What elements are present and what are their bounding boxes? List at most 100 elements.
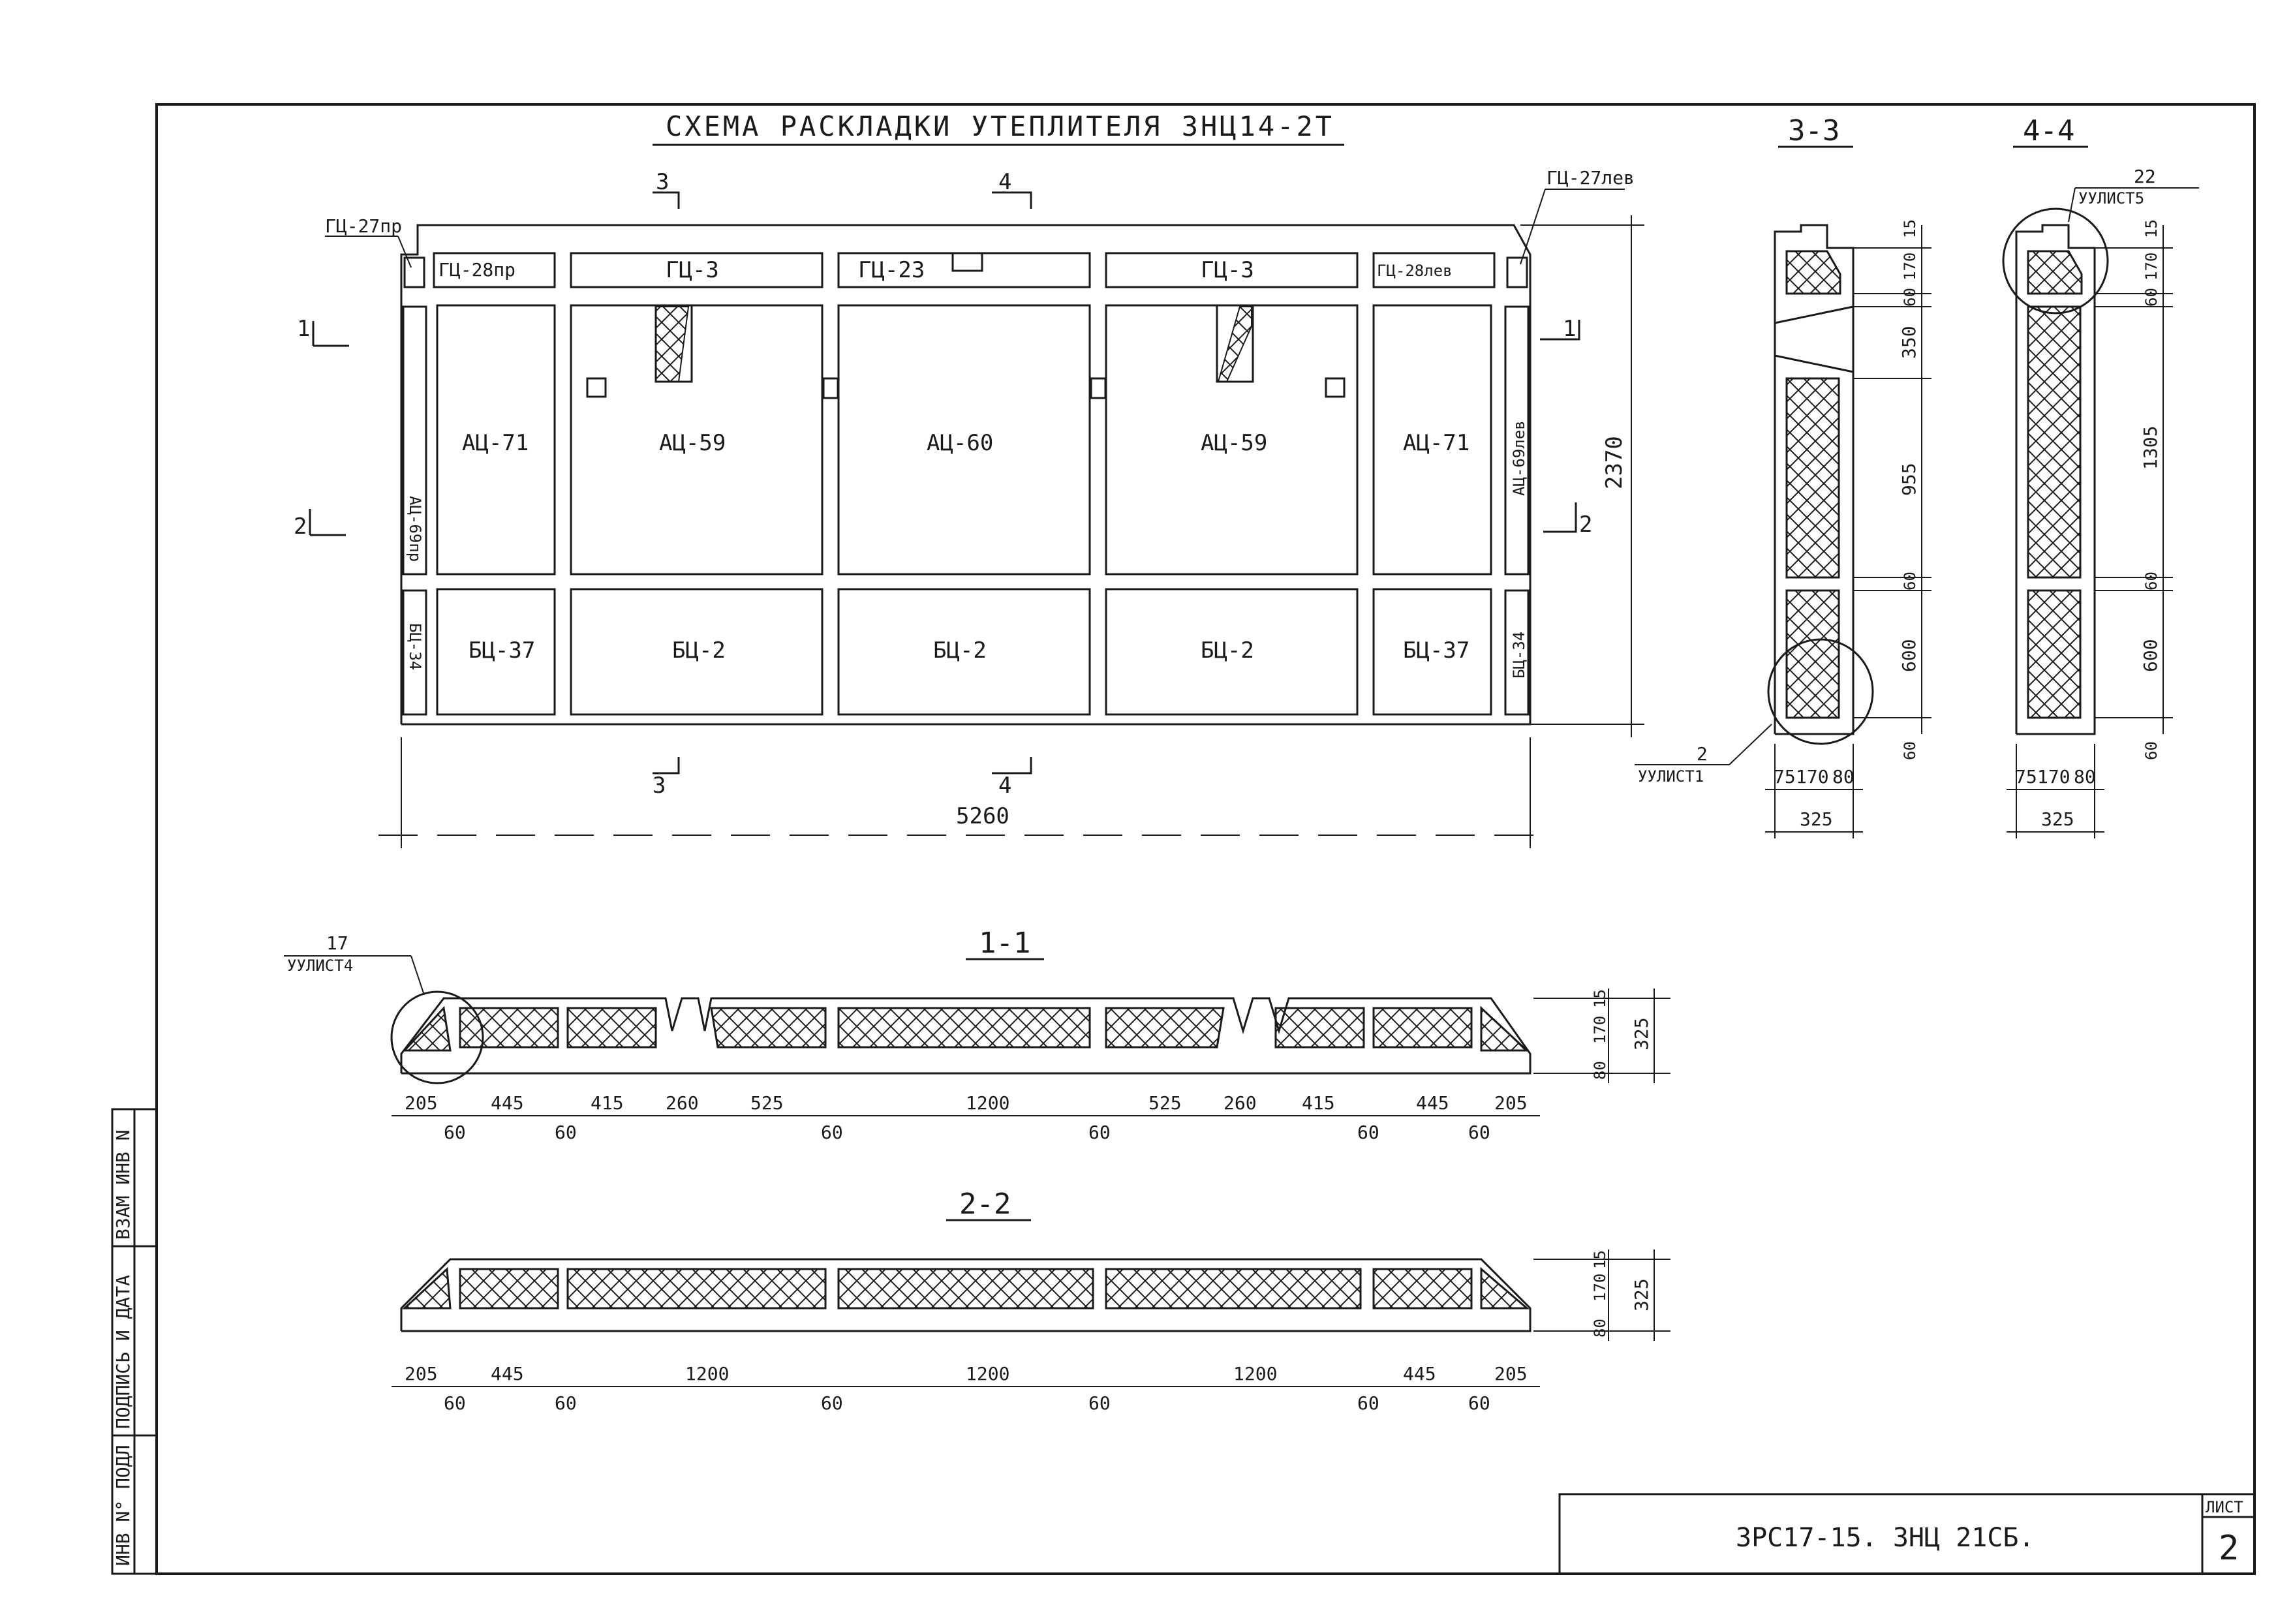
s44-dim-0: 15 (2142, 219, 2161, 238)
side-label-sign: ПОДПИСЬ И ДАТА (112, 1275, 134, 1429)
s33-dim-1: 170 (1901, 253, 1919, 281)
section-44-dimlines (2007, 225, 2173, 838)
s22-gap-2: 60 (821, 1392, 843, 1414)
s11-dim-6: 525 (1148, 1092, 1182, 1114)
cut-marks (309, 191, 1580, 774)
section-33-body (1767, 224, 1874, 745)
stamp-sheet-label: ЛИСТ (2206, 1498, 2243, 1516)
s22-dim-2: 1200 (685, 1363, 729, 1385)
s11-dim-3: 260 (666, 1092, 699, 1114)
plan-top-1: ГЦ-3 (666, 257, 719, 283)
plan-top-0: ГЦ-28пр (439, 259, 516, 281)
plan-top-2: ГЦ-23 (858, 257, 925, 283)
corner-right-label: ГЦ-27лев (1547, 167, 1635, 189)
s22-dim-1: 445 (491, 1363, 524, 1385)
cut-mark-4-bot: 4 (998, 773, 1011, 799)
section-33-label: 3-3 (1788, 114, 1839, 147)
s44-callout: 22 (2134, 166, 2156, 187)
s22-gap-0: 60 (444, 1392, 466, 1414)
s22-h-0: 15 (1591, 1250, 1609, 1269)
section-22-insul (402, 1266, 1530, 1310)
plan-mid-0: АЦ-71 (462, 430, 529, 456)
s44-dim-6: 60 (2142, 741, 2161, 760)
s33-dim-3: 350 (1898, 326, 1920, 359)
plan-top-3: ГЦ-3 (1201, 257, 1254, 283)
section-22-body (400, 1258, 1531, 1332)
section-11-dimlines (392, 988, 1670, 1116)
s11-dim-2: 415 (591, 1092, 624, 1114)
cut-mark-4-top: 4 (998, 169, 1011, 195)
stamp-block (1558, 1493, 2256, 1575)
stamp-sheet-number: 2 (2219, 1529, 2239, 1568)
s22-gap-3: 60 (1088, 1392, 1111, 1414)
side-label-vzam: ВЗАМ ИНВ N (112, 1129, 134, 1240)
s22-h-1: 170 (1591, 1274, 1609, 1302)
side-strip (111, 1108, 158, 1575)
s22-dim-3: 1200 (966, 1363, 1009, 1385)
s44-bot-0: 75 (2015, 766, 2037, 788)
s11-gap-2: 60 (821, 1122, 843, 1143)
cut-mark-1-right: 1 (1563, 316, 1576, 342)
plan-openings-hatch (655, 306, 1252, 382)
s11-h-1: 170 (1591, 1016, 1609, 1044)
s11-callout-sub: УУЛИСТ4 (287, 957, 353, 975)
s22-dim-4: 1200 (1233, 1363, 1277, 1385)
stamp-doc-code: 3РС17-15. 3НЦ 21СБ. (1736, 1523, 2035, 1553)
s44-dim-4: 60 (2142, 572, 2161, 590)
s22-total: 325 (1631, 1278, 1652, 1311)
side-label-inv: ИНВ N° ПОДЛ (112, 1445, 134, 1566)
section-11-label: 1-1 (979, 927, 1030, 960)
plan-bot-1: БЦ-2 (672, 637, 726, 664)
s11-dim-10: 205 (1494, 1092, 1528, 1114)
s33-dim-0: 15 (1901, 219, 1919, 238)
s22-h-2: 80 (1591, 1319, 1609, 1338)
corner-left-leader-2 (397, 236, 412, 268)
section-11-insul (402, 1005, 1530, 1052)
plan-mid-1: АЦ-59 (659, 430, 726, 456)
s11-h-0: 15 (1591, 989, 1609, 1008)
s11-gap-5: 60 (1468, 1122, 1490, 1143)
s44-total: 325 (2041, 808, 2074, 830)
cut-mark-2-right: 2 (1579, 512, 1592, 538)
plan-bot-3: БЦ-2 (1201, 637, 1254, 664)
plan-edge-left-bot: БЦ-34 (406, 623, 424, 670)
s11-dim-5: 1200 (966, 1092, 1009, 1114)
plan-mid-3: АЦ-59 (1201, 430, 1267, 456)
s44-callout-leader-2 (2068, 187, 2076, 222)
plan-edge-right-mid: АЦ-69лев (1510, 420, 1528, 496)
s44-bot-1: 170 (2037, 766, 2070, 788)
cut-mark-3-top: 3 (656, 169, 669, 195)
section-22-dimlines (392, 1249, 1670, 1387)
s33-total: 325 (1800, 808, 1833, 830)
cut-mark-2-left: 2 (294, 513, 307, 540)
s11-dim-1: 445 (491, 1092, 524, 1114)
plan-top-4: ГЦ-28лев (1377, 262, 1453, 280)
s22-gap-4: 60 (1357, 1392, 1379, 1414)
s33-callout-leader-2 (1729, 724, 1772, 765)
s11-dim-4: 525 (750, 1092, 784, 1114)
plan-edge-left-mid: АЦ-69пр (406, 496, 424, 562)
drawing-title: СХЕМА РАСКЛАДКИ УТЕПЛИТЕЛЯ 3НЦ14-2Т (666, 110, 1334, 142)
cut-mark-1-left: 1 (297, 316, 310, 342)
s33-callout: 2 (1697, 743, 1708, 765)
s33-bot-2: 80 (1832, 766, 1854, 788)
s33-bot-0: 75 (1774, 766, 1796, 788)
cut-mark-3-bot: 3 (653, 773, 666, 799)
s44-dim-5: 600 (2140, 639, 2161, 672)
s11-gap-4: 60 (1357, 1122, 1379, 1143)
s44-dim-3: 1305 (2140, 426, 2161, 470)
plan-bot-0: БЦ-37 (469, 637, 535, 664)
plan-edge-right-bot: БЦ-34 (1510, 632, 1528, 679)
s33-dim-5: 60 (1901, 572, 1919, 590)
s33-callout-sub: УУЛИСТ1 (1638, 767, 1704, 786)
s11-gap-3: 60 (1088, 1122, 1111, 1143)
s33-dim-2: 60 (1901, 288, 1919, 307)
plan-mid-4: АЦ-71 (1403, 430, 1470, 456)
section-33-insul (1785, 250, 1841, 719)
s44-dim-1: 170 (2142, 253, 2161, 281)
plan-dimensions (378, 215, 1644, 848)
s44-bot-2: 80 (2074, 766, 2096, 788)
s11-callout: 17 (326, 932, 348, 954)
s11-gap-1: 60 (555, 1122, 577, 1143)
